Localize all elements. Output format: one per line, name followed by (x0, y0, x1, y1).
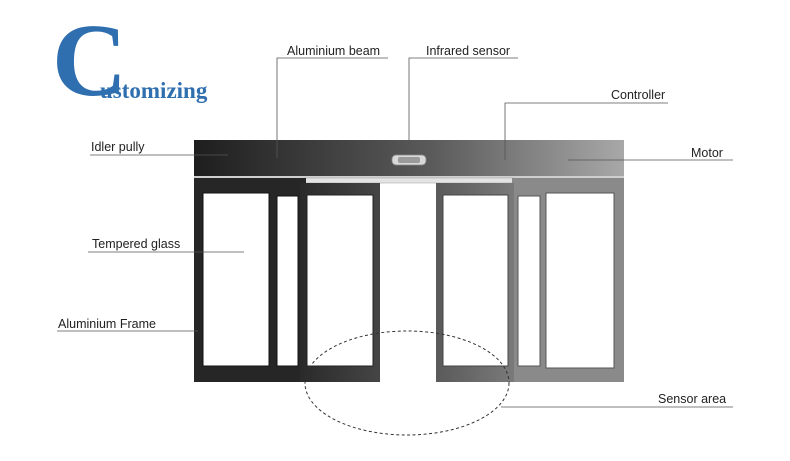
customizing-logo: C ustomizing (52, 3, 208, 118)
right-fixed-panel (512, 178, 624, 382)
label-infrared-sensor: Infrared sensor (426, 44, 510, 58)
label-aluminium-frame: Aluminium Frame (58, 317, 156, 331)
sensor-area-ellipse (304, 330, 510, 436)
leader-controller (504, 102, 668, 160)
left-fixed-panel (194, 178, 306, 382)
label-sensor-area: Sensor area (658, 392, 726, 406)
label-tempered-glass: Tempered glass (92, 237, 180, 251)
left-sliding-leaf (300, 183, 380, 382)
right-sliding-leaf (436, 183, 514, 382)
infrared-sensor-unit (391, 154, 427, 166)
leader-lines (57, 57, 733, 408)
label-idler-pully: Idler pully (91, 140, 145, 154)
logo-initial: C (52, 3, 127, 118)
leader-aluminium-beam (276, 57, 388, 158)
door-track (303, 177, 515, 184)
logo-rest: ustomizing (100, 78, 208, 103)
leader-infrared-sensor (408, 57, 518, 140)
label-aluminium-beam: Aluminium beam (287, 44, 380, 58)
label-motor: Motor (691, 146, 723, 160)
label-controller: Controller (611, 88, 665, 102)
